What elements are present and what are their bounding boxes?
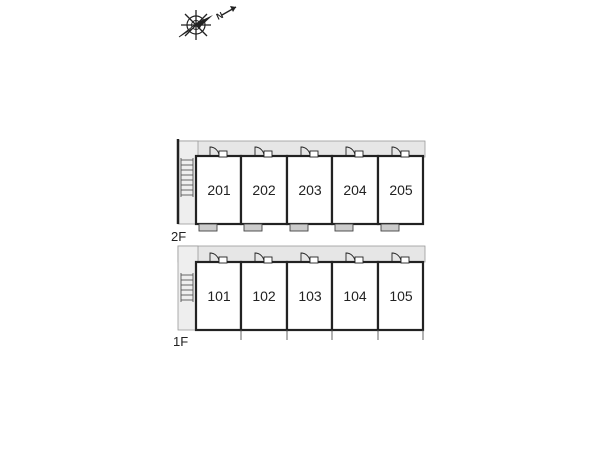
- compass-rose-icon: [178, 6, 237, 40]
- unit-label: 103: [298, 288, 322, 304]
- floor-label-1f: 1F: [173, 334, 188, 349]
- door-icon: [209, 252, 410, 264]
- compass-north-label: N: [215, 10, 225, 22]
- unit-label: 204: [343, 182, 367, 198]
- unit-105: [376, 260, 425, 332]
- exterior-ticks-1f: [240, 330, 424, 340]
- stairs-2f: [180, 158, 194, 197]
- unit-label: 202: [252, 182, 276, 198]
- unit-label: 105: [389, 288, 413, 304]
- unit-203: [285, 154, 334, 226]
- unit-labels-2f: 201 202 203 204 205: [207, 182, 413, 198]
- unit-label: 203: [298, 182, 322, 198]
- unit-label: 205: [389, 182, 413, 198]
- unit-label: 102: [252, 288, 276, 304]
- unit-104: [330, 260, 380, 332]
- floor-label-2f: 2F: [171, 229, 186, 244]
- unit-label: 101: [207, 288, 231, 304]
- unit-101: [194, 260, 243, 332]
- unit-202: [239, 154, 289, 226]
- unit-205: [376, 154, 425, 226]
- door-icon: [209, 146, 410, 158]
- balcony-2f: [198, 223, 400, 232]
- unit-label: 201: [207, 182, 231, 198]
- unit-201: [194, 154, 243, 226]
- unit-103: [285, 260, 334, 332]
- unit-label: 104: [343, 288, 367, 304]
- stairs-1f: [180, 273, 194, 302]
- floor-1f: 101 102 103 104 105 1F: [173, 245, 426, 349]
- unit-labels-1f: 101 102 103 104 105: [207, 288, 413, 304]
- floor-2f: 201 202 203 204 205 2F: [171, 139, 426, 244]
